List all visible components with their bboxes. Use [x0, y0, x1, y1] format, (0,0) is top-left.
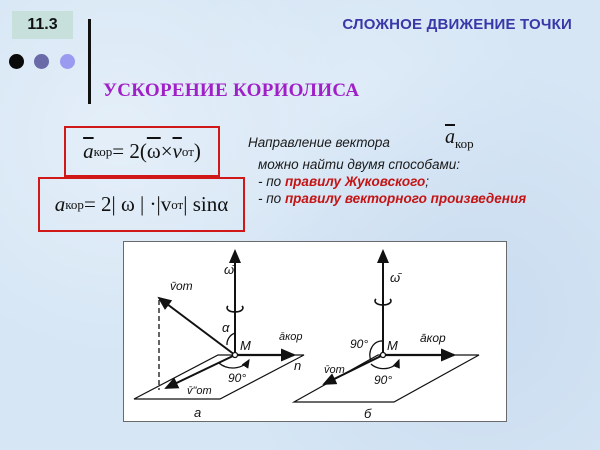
decor-dot-2 — [34, 54, 49, 69]
v-rel-label-a: v̄от — [170, 279, 193, 293]
formula-mag-rhs-2: | sinα — [183, 192, 229, 216]
formula-close: ) — [193, 139, 201, 163]
formula-omega: ω — [146, 139, 161, 163]
v-rel-label-b: v̄от — [324, 364, 345, 376]
formula-mag-lhs: a — [54, 192, 66, 216]
omega-label-b: ω̄ — [390, 270, 402, 285]
coriolis-diagram: ω̄ v̄от α M āкор n 90° v̄"от а ω̄ 90° M … — [123, 241, 507, 422]
desc-line-1: Направление вектора — [248, 135, 390, 150]
a-cor-label-a: āкор — [279, 331, 303, 343]
formula-mag-rhs-1: = 2| ω | ·|v — [83, 192, 172, 216]
section-number-badge: 11.3 — [12, 11, 73, 39]
desc-line-2: можно найти двумя способами: — [258, 157, 460, 172]
formula-lhs-sub: кор — [93, 143, 113, 159]
alpha-label: α — [222, 320, 230, 335]
point-m-label-b: M — [387, 338, 398, 353]
caption-b: б — [364, 406, 372, 421]
decor-dot-1 — [9, 54, 24, 69]
n-label: n — [294, 358, 301, 373]
point-m-label-a: M — [240, 338, 251, 353]
caption-a: а — [194, 405, 201, 420]
formula-mag-v-sub: от — [171, 196, 184, 212]
zhukovsky-rule-link[interactable]: правилу Жуковского — [284, 174, 426, 189]
vertical-divider — [88, 19, 91, 104]
decor-dot-3 — [60, 54, 75, 69]
panel-b — [291, 249, 480, 403]
formula-times: × — [160, 139, 173, 163]
formula-eq: = 2( — [112, 139, 147, 163]
angle-90-top-label-b: 90° — [350, 337, 368, 351]
panel-b-labels: ω̄ 90° M āкор v̄от 90° б — [324, 270, 446, 421]
a-cor-label-b: āкор — [420, 331, 446, 345]
angle-90-bottom-label-b: 90° — [374, 373, 392, 387]
v-rel-perp-label: v̄"от — [187, 385, 212, 397]
page-title: УСКОРЕНИЕ КОРИОЛИСА — [103, 80, 360, 101]
omega-label-a: ω̄ — [224, 262, 236, 277]
desc-vector-symbol: aкор — [445, 126, 474, 151]
panel-a-labels: ω̄ v̄от α M āкор n 90° v̄"от а — [170, 262, 303, 420]
desc-item-2: - по правилу векторного произведения — [258, 190, 526, 207]
formula-lhs: a — [83, 139, 94, 163]
formula-mag-lhs-sub: кор — [65, 196, 84, 212]
header-title: СЛОЖНОЕ ДВИЖЕНИЕ ТОЧКИ — [342, 16, 572, 33]
desc-item-1-prefix: - по — [258, 174, 285, 189]
desc-item-1-suffix: ; — [425, 174, 430, 189]
panel-a — [133, 249, 305, 400]
desc-item-1: - по правилу Жуковского; — [258, 173, 526, 190]
direction-description: Направление вектора можно найти двумя сп… — [248, 134, 526, 207]
coriolis-diagram-svg: ω̄ v̄от α M āкор n 90° v̄"от а ω̄ 90° M … — [133, 249, 480, 421]
angle-90-label-a: 90° — [228, 371, 246, 385]
vector-product-rule-link[interactable]: правилу векторного произведения — [284, 191, 527, 206]
formula-v: v — [172, 139, 182, 163]
formula-v-sub: от — [181, 143, 194, 159]
desc-item-2-prefix: - по — [258, 191, 285, 206]
